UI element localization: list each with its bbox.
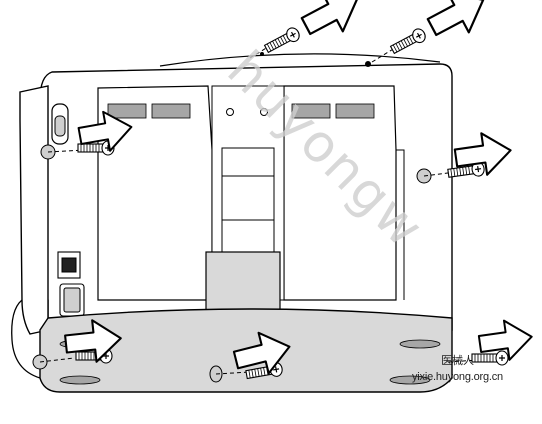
watermark-cn-text: 医械人 <box>441 354 474 367</box>
screw-right-middle <box>423 128 515 181</box>
screw-top-right <box>371 0 495 63</box>
screw-top-left <box>249 0 369 59</box>
rear-connectors <box>57 251 85 317</box>
screw-bottom-left <box>39 316 125 366</box>
screw-bottom-center <box>215 325 296 383</box>
screw-left-middle <box>47 106 136 157</box>
watermark-url: yixie.huyong.org.cn <box>412 371 503 383</box>
screw-bottom-right <box>447 316 536 366</box>
battery-bays <box>92 85 405 313</box>
